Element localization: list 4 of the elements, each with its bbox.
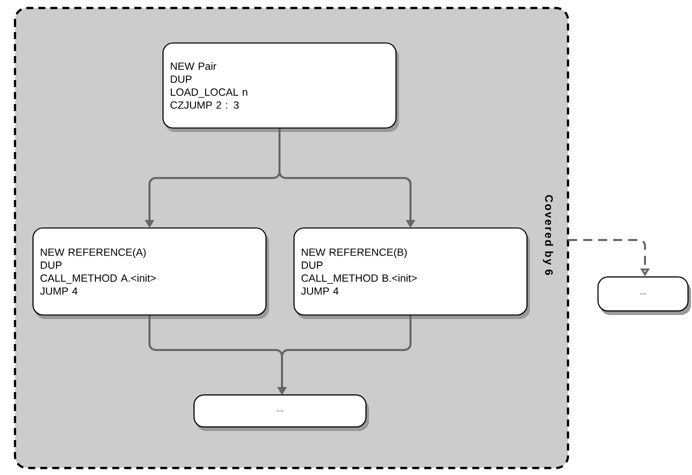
group-heading: Covered by 6	[542, 195, 554, 275]
instruction-box: NEW Pair DUP LOAD_LOCAL n CZJUMP 2 : 3	[162, 42, 399, 132]
instruction-box: NEW REFERENCE(A) DUP CALL_METHOD A.<init> JUMP 4	[32, 227, 269, 319]
instruction-box: NEW REFERENCE(B) DUP CALL_METHOD B.<init> JUMP 4	[293, 227, 530, 319]
